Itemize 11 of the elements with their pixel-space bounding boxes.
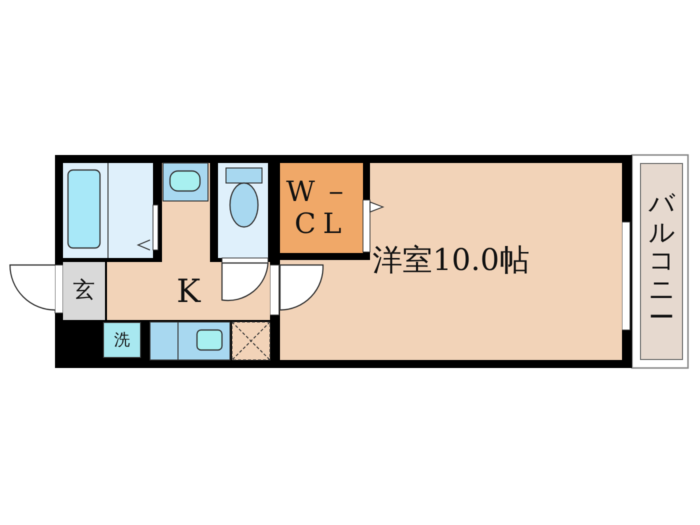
entrance-area [63,262,105,320]
western-room [280,163,622,360]
room-label: 洗 [114,330,130,350]
room-label: K [176,272,200,310]
balcony [640,163,683,360]
room-label: W－CL [285,176,358,240]
closet-room [280,163,370,260]
washer-space [103,322,141,358]
room-label: 玄 [73,278,95,304]
room-label: バルコニー [648,190,674,333]
room-label: 洋室10.0帖 [372,244,530,279]
